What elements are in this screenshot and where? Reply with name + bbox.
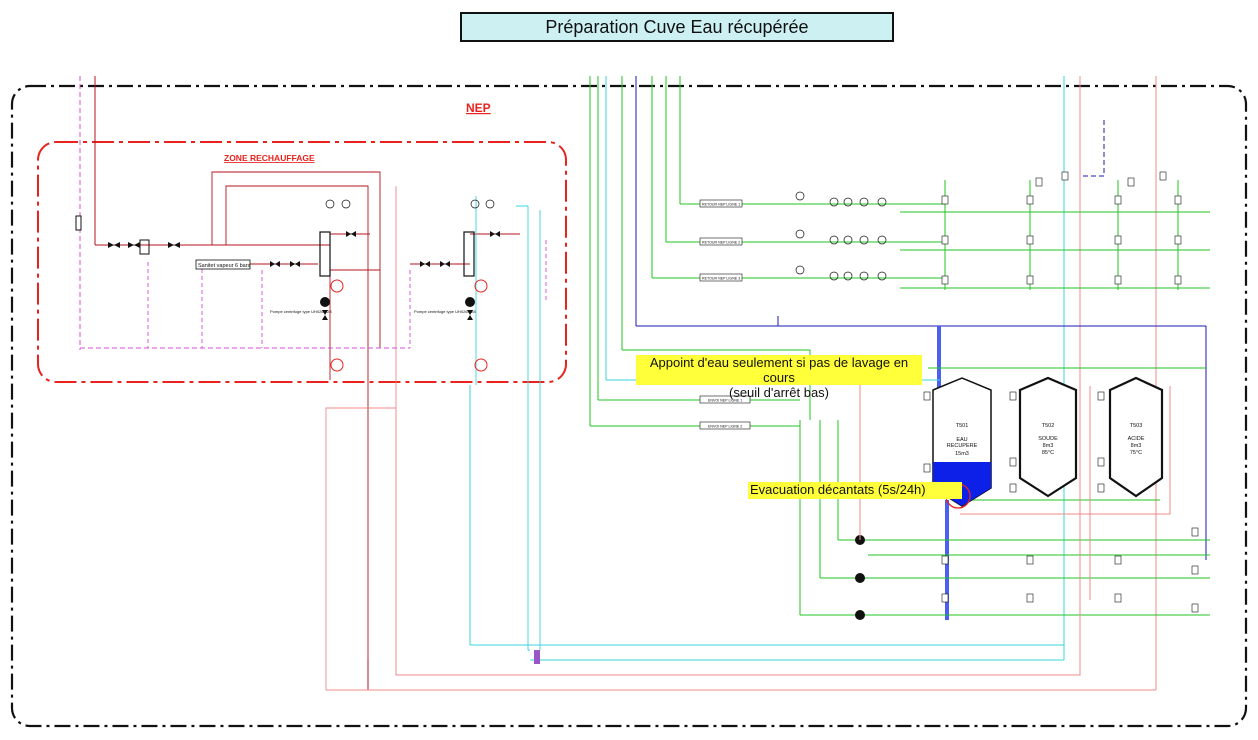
note-appoint-line2: (seuil d'arrêt bas) bbox=[728, 385, 830, 400]
retour-lines bbox=[652, 180, 1210, 290]
tank-t502-line1: SOUDE bbox=[1038, 436, 1058, 442]
level-sensors bbox=[923, 171, 1199, 613]
exchanger-2 bbox=[463, 231, 475, 277]
envoi-ligne-2-label: ENVOI NEP LIGNE 2 bbox=[708, 425, 742, 429]
retour-ligne-1-box bbox=[699, 199, 743, 208]
pump-1-icon bbox=[320, 297, 330, 307]
retour-ligne-1-label: RETOUR NEP LIGNE 1 bbox=[702, 203, 740, 207]
retour-ligne-2-box bbox=[699, 237, 743, 246]
valves-left bbox=[108, 231, 500, 320]
retour-gauges bbox=[795, 191, 887, 281]
tank-t501-line3: 15m3 bbox=[955, 451, 969, 457]
note-evacuation: Evacuation décantats (5s/24h) bbox=[748, 482, 962, 499]
tank-t503-line3: 75°C bbox=[1130, 450, 1142, 456]
gauge-tt-6 bbox=[485, 199, 495, 209]
return-loops bbox=[326, 355, 1171, 691]
pump-5-icon bbox=[855, 610, 865, 620]
pump-2-icon bbox=[465, 297, 475, 307]
gauge-ct-1 bbox=[325, 199, 335, 209]
tank-t501-line1: EAU bbox=[956, 437, 967, 443]
gauge-tt-2 bbox=[474, 279, 488, 293]
tank-t502-line3: 85°C bbox=[1042, 450, 1054, 456]
t501-inlet-pipe bbox=[937, 326, 941, 408]
tank-t502-line2: 8m3 bbox=[1043, 443, 1054, 449]
rechauffage-zone-label: ZONE RECHAUFFAGE bbox=[224, 153, 315, 163]
pump-1-label: Pompe centrifuge type UH026-128 bbox=[270, 309, 332, 314]
diagram-title: Préparation Cuve Eau récupérée bbox=[460, 12, 894, 42]
pipe-marker bbox=[75, 215, 82, 231]
tank-t503-id: T503 bbox=[1130, 423, 1143, 429]
envoi-ligne-1-box bbox=[699, 395, 751, 404]
note-appoint-line1: Appoint d'eau seulement si pas de lavage… bbox=[649, 355, 909, 385]
envoi-boxes: ENVOI NEP LIGNE 1 ENVOI NEP LIGNE 2 bbox=[699, 395, 751, 430]
gauge-tt-1 bbox=[330, 279, 344, 293]
retour-boxes: RETOUR NEP LIGNE 1 RETOUR NEP LIGNE 2 RE… bbox=[699, 199, 743, 282]
pump-4-icon bbox=[855, 573, 865, 583]
exchanger-1 bbox=[319, 231, 331, 277]
retour-ligne-2-label: RETOUR NEP LIGNE 2 bbox=[702, 241, 740, 245]
retour-ligne-3-label: RETOUR NEP LIGNE 3 bbox=[702, 277, 740, 281]
steam-label-box bbox=[195, 259, 251, 270]
exchangers: Sanitet vapeur 6 bars Pompe centrifuge t… bbox=[75, 199, 495, 372]
filter bbox=[139, 239, 150, 255]
nep-label: NEP bbox=[466, 101, 491, 115]
note-appoint-eau: Appoint d'eau seulement si pas de lavage… bbox=[636, 355, 922, 400]
bottom-pumps bbox=[855, 535, 865, 620]
tank-t501-line2: RECUPERE bbox=[947, 443, 978, 449]
tank-t503-line1: ACIDE bbox=[1128, 436, 1145, 442]
retour-ligne-3-box bbox=[699, 273, 743, 282]
steam-label: Sanitet vapeur 6 bars bbox=[198, 263, 251, 269]
envoi-ligne-2-box bbox=[699, 421, 751, 430]
tank-t501-id: T501 bbox=[956, 423, 969, 429]
envoi-ligne-1-label: ENVOI NEP LIGNE 1 bbox=[708, 399, 742, 403]
gauge-tt-5 bbox=[341, 199, 351, 209]
tank-t503-line2: 8m3 bbox=[1131, 443, 1142, 449]
gauge-ct-2 bbox=[470, 199, 480, 209]
blue-lines bbox=[636, 316, 1207, 560]
tank-t502-id: T502 bbox=[1042, 423, 1055, 429]
drain-marker bbox=[534, 650, 540, 664]
nep-frame bbox=[10, 84, 1248, 728]
rechauffage-zone-frame bbox=[37, 141, 567, 383]
pump-2-label: Pompe centrifuge type UH026-128 bbox=[414, 309, 476, 314]
gauge-tt-3 bbox=[330, 358, 344, 372]
tank-t502: T502 SOUDE 8m3 85°C bbox=[1018, 376, 1078, 498]
tank-t503: T503 ACIDE 8m3 75°C bbox=[1108, 376, 1164, 498]
gauge-tt-4 bbox=[474, 358, 488, 372]
rechauffage-piping bbox=[80, 171, 547, 690]
